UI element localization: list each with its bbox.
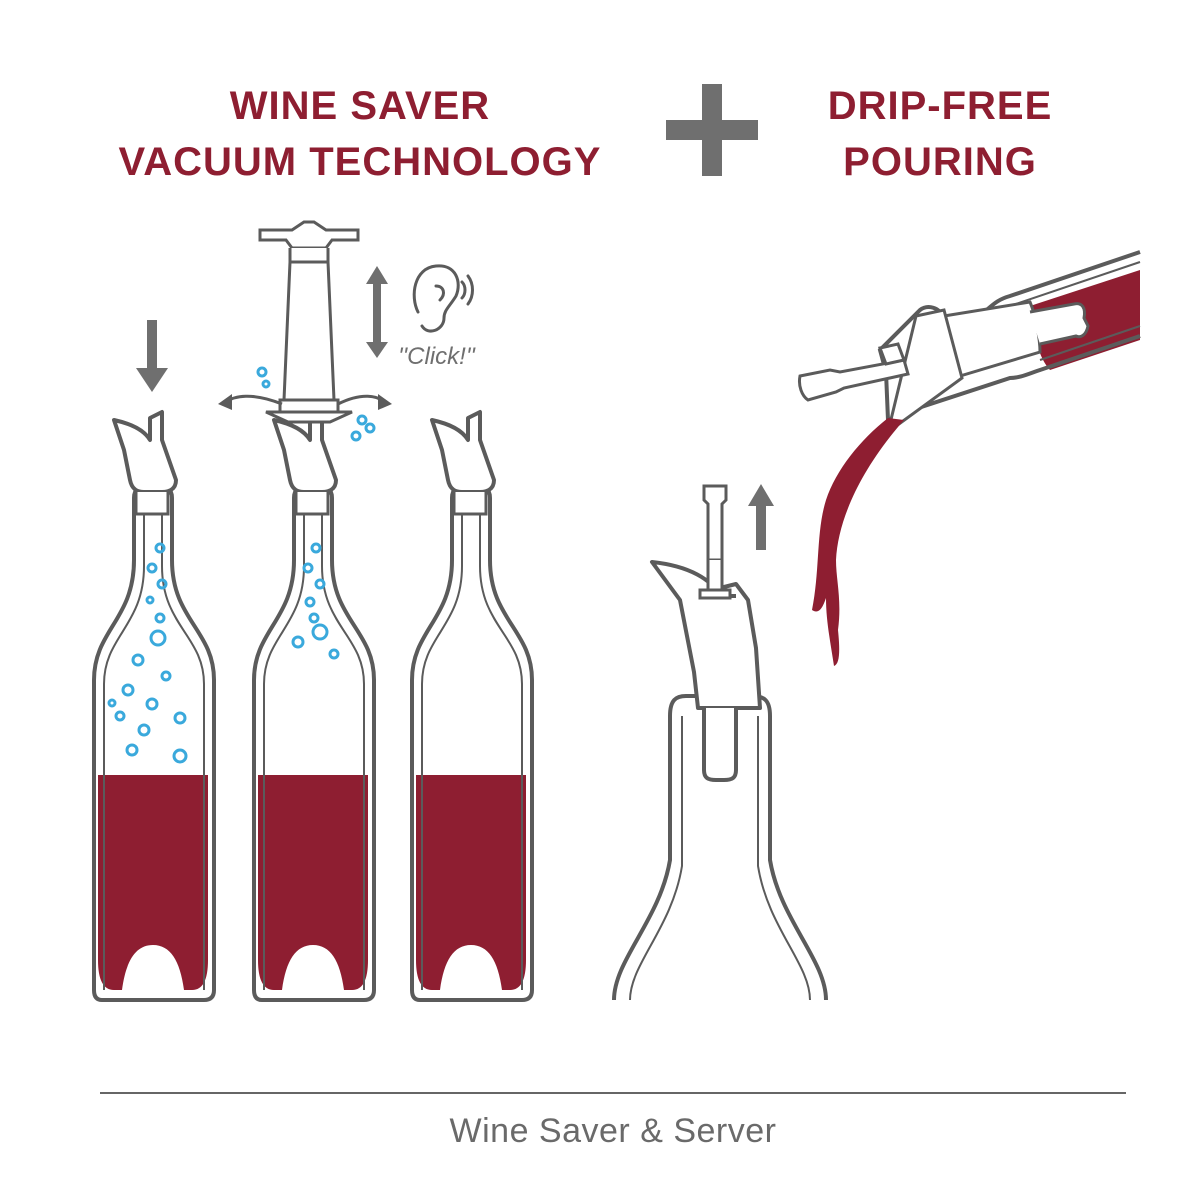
bottle-1-outline bbox=[92, 484, 216, 1002]
bottle-1-wine bbox=[98, 775, 208, 990]
down-arrow-icon bbox=[136, 320, 168, 392]
bottle-3-wine bbox=[416, 775, 526, 990]
heading-vacuum-technology: WINE SAVER VACUUM TECHNOLOGY bbox=[80, 78, 640, 190]
pouring-bottle bbox=[798, 250, 1141, 666]
bottle-2-stopper bbox=[272, 410, 338, 494]
bottle-1 bbox=[92, 320, 216, 1002]
double-arrow-icon bbox=[366, 266, 388, 358]
bottle-2-wine bbox=[258, 775, 368, 990]
pouring-lever bbox=[798, 342, 910, 402]
heading-right-line2: POURING bbox=[843, 140, 1037, 184]
heading-left-line1: WINE SAVER bbox=[229, 84, 491, 128]
heading-drip-free-pouring: DRIP-FREE POURING bbox=[800, 78, 1080, 190]
heading-left-line2: VACUUM TECHNOLOGY bbox=[118, 140, 602, 184]
bottle-2-bubbles bbox=[256, 366, 376, 660]
bottle-3 bbox=[410, 410, 534, 1002]
caption: Wine Saver & Server bbox=[449, 1112, 777, 1150]
pourer-lever bbox=[698, 484, 732, 600]
sound-wave-icon bbox=[460, 274, 474, 306]
bottle-1-bubbles bbox=[107, 542, 188, 764]
bottle-2: ''Click!'' bbox=[218, 220, 476, 1002]
up-arrow-icon bbox=[748, 484, 774, 550]
heading-right-line1: DRIP-FREE bbox=[827, 84, 1053, 128]
vacuum-pump bbox=[258, 220, 360, 424]
wine-stream bbox=[812, 418, 904, 666]
ear-icon bbox=[412, 264, 460, 333]
divider bbox=[100, 1092, 1126, 1094]
plus-icon bbox=[666, 84, 758, 176]
pouring-pourer bbox=[885, 300, 1090, 436]
click-label: ''Click!'' bbox=[398, 343, 476, 370]
bottle-1-stopper bbox=[112, 410, 178, 494]
bottle-3-stopper bbox=[430, 410, 496, 494]
bottle-4-neck bbox=[612, 484, 828, 1001]
